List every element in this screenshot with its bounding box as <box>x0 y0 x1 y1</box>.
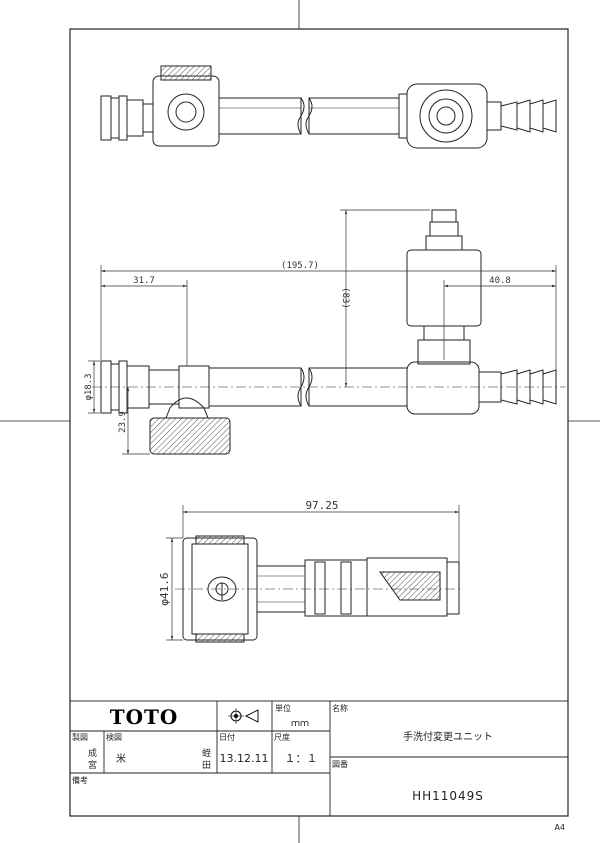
dim-pipe-diameter: φ18.3 <box>84 373 94 400</box>
top-view <box>100 65 557 149</box>
side-view <box>175 535 462 643</box>
check-label: 検図 <box>106 732 122 742</box>
unit-value: ｍｍ <box>291 719 309 729</box>
check-name-2a: 蛭 <box>202 747 211 759</box>
dim-nut-diameter: φ41.6 <box>158 572 171 605</box>
dim-nut-drop: 23.9 <box>118 411 128 433</box>
name-label: 名称 <box>332 703 348 713</box>
made-name-1: 成 <box>88 747 97 759</box>
projection-symbol <box>228 708 259 724</box>
title-block <box>69 700 569 817</box>
check-name-2b: 田 <box>202 760 211 771</box>
front-view <box>92 209 566 455</box>
dim-side-length: 97.25 <box>305 499 338 512</box>
dim-overall-length: (195.7) <box>281 261 319 271</box>
dim-right-offset: 40.8 <box>489 276 511 286</box>
date-label: 日付 <box>219 732 235 742</box>
dim-height: (83) <box>340 287 350 309</box>
company-logo: TOTO <box>110 705 179 729</box>
side-dim-lines <box>166 505 460 641</box>
date-value: 13.12.11 <box>220 752 269 765</box>
made-label: 製図 <box>72 732 88 742</box>
scale-label: 尺度 <box>274 732 290 742</box>
drawing-no-label: 図番 <box>332 759 348 769</box>
front-dim-lines <box>88 209 557 455</box>
name-value: 手洗付変更ユニット <box>403 730 493 743</box>
made-name-2: 宮 <box>88 759 97 771</box>
paper-size: A4 <box>554 823 565 832</box>
scale-value: １：１ <box>285 752 318 765</box>
remarks-label: 備考 <box>72 775 88 785</box>
check-name: 米 <box>116 752 126 765</box>
dim-left-offset: 31.7 <box>133 276 155 286</box>
drawing-no-value: HH11049S <box>412 789 484 803</box>
unit-label: 単位 <box>275 703 291 713</box>
